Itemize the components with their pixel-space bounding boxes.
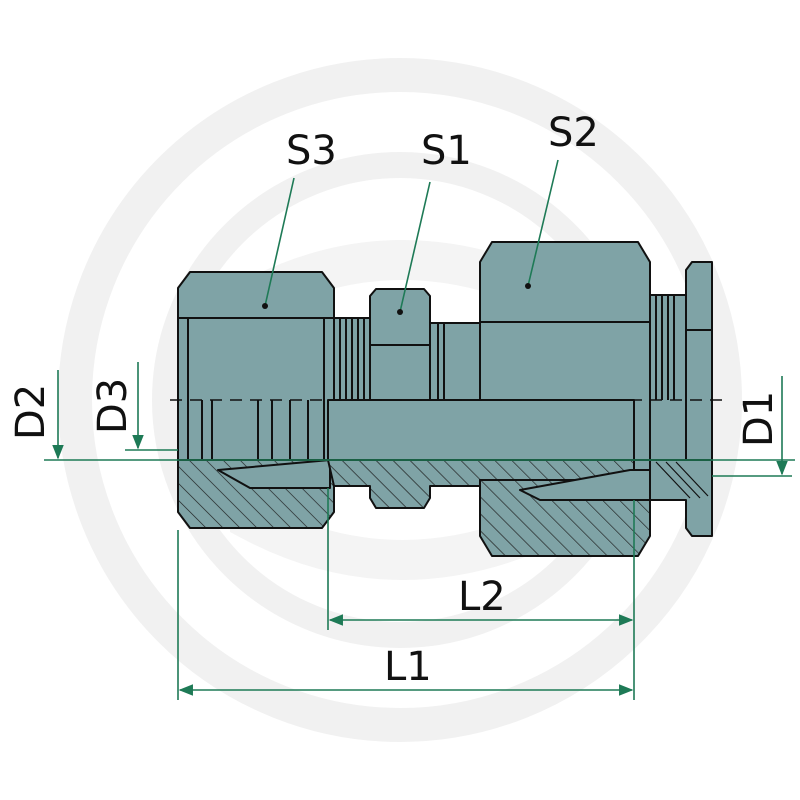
label-d3: D3 <box>90 378 136 434</box>
leader-dot-s1 <box>397 309 403 315</box>
cone-left <box>217 459 331 489</box>
leader-dot-s2 <box>525 283 531 289</box>
leader-dot-s3 <box>262 303 268 309</box>
label-d1: D1 <box>736 391 782 447</box>
flange-right-section <box>649 459 713 537</box>
fitting-lower-half <box>177 459 713 557</box>
tube-upper <box>327 399 635 461</box>
label-s1: S1 <box>421 128 472 174</box>
label-s2: S2 <box>548 110 599 156</box>
dimension-lines <box>44 362 795 700</box>
label-d2: D2 <box>8 384 54 440</box>
fitting-upper-half <box>177 241 713 461</box>
leader-s1 <box>399 181 431 313</box>
label-l1: L1 <box>384 644 432 690</box>
label-l2: L2 <box>458 574 506 620</box>
leader-s3 <box>264 177 295 307</box>
leader-lines <box>264 159 559 313</box>
label-s3: S3 <box>286 128 337 174</box>
leader-s2 <box>527 159 559 287</box>
flange-right-upper <box>685 261 713 461</box>
